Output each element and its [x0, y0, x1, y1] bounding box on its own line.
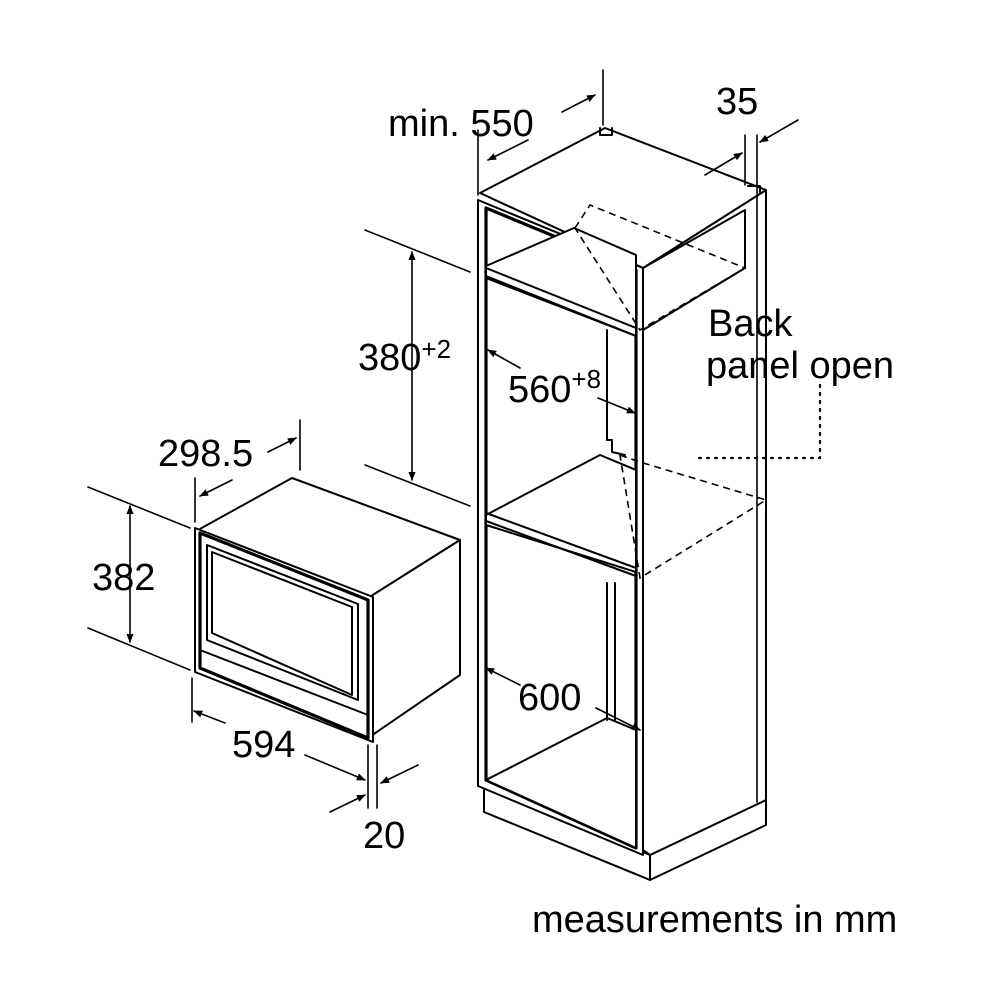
label-niche-width-value: 560 [508, 369, 571, 411]
dim-2985-arrow-right [267, 437, 297, 453]
tall-cabinet [477, 127, 822, 881]
dim-550-arrow [487, 139, 529, 161]
appliance-control-strip [199, 649, 369, 716]
appliance-window-outer [206, 544, 359, 701]
dim-382-ext-top [87, 486, 191, 529]
dim-35-arrow-right [759, 119, 799, 143]
back-panel-dashed-upper [574, 204, 747, 332]
dim-600-arrow-left [485, 667, 521, 686]
dim-594-arrow-left [193, 710, 226, 724]
middle-shelf [485, 454, 637, 573]
appliance [194, 477, 461, 743]
units-note: measurements in mm [532, 899, 897, 941]
appliance-window-inner [211, 551, 353, 696]
back-panel-label-line1: Back [708, 303, 793, 345]
dim-380-ext-bottom [364, 464, 471, 507]
label-cabinet-width: 600 [518, 677, 581, 719]
label-niche-height-value: 380 [358, 337, 421, 379]
dimension-lines [87, 69, 799, 813]
label-niche-height-tol: +2 [421, 334, 451, 364]
annotations: Back panel open measurements in mm [532, 303, 897, 941]
label-niche-width-tol: +8 [571, 364, 601, 394]
dim-2985-arrow-left [199, 479, 233, 497]
back-panel-label-line2: panel open [706, 345, 894, 387]
back-panel-leader [693, 383, 822, 460]
dim-20-arrow-left [329, 794, 366, 813]
label-appliance-depth: 298.5 [158, 433, 253, 475]
label-front-overhang: 20 [363, 815, 405, 857]
dim-380-ext-top [364, 229, 471, 273]
dim-594-arrow-right [304, 754, 366, 781]
dim-600-arrow-right [595, 707, 641, 731]
dim-35-arrow-left [704, 152, 743, 176]
dim-560-arrow-right [597, 397, 636, 414]
middle-shelf-front [485, 512, 637, 577]
back-panel-dashed-lower [618, 453, 768, 580]
dim-20-arrow-right [380, 764, 419, 784]
label-cabinet-depth: min. 550 [388, 103, 534, 145]
niche-back-notch [606, 439, 626, 456]
dimension-labels: min. 550 35 380+2 560+8 600 298.5 382 59… [92, 81, 758, 857]
appliance-door-frame [198, 531, 370, 740]
dim-550-arrow-2 [561, 94, 596, 113]
dim-560-arrow-left [487, 349, 521, 369]
upper-shelf-front [485, 267, 637, 337]
dim-382-ext-bottom [87, 627, 191, 671]
label-niche-width: 560+8 [508, 364, 601, 411]
top-notch-right [747, 185, 761, 193]
label-appliance-height: 382 [92, 557, 155, 599]
label-appliance-width: 594 [232, 724, 295, 766]
top-notch-left [599, 127, 613, 136]
label-back-gap: 35 [716, 81, 758, 123]
label-niche-height: 380+2 [358, 334, 451, 379]
